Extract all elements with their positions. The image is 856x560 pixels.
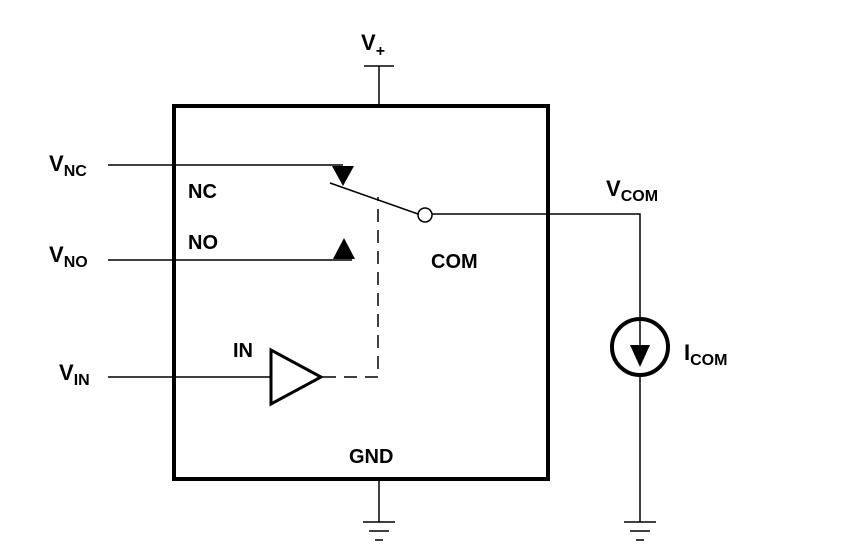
vnc-label: VNC <box>49 151 87 180</box>
switch-arm <box>329 182 419 215</box>
input-buffer-triangle <box>269 347 325 407</box>
com-node <box>417 207 433 223</box>
pin-com-label: COM <box>431 251 478 273</box>
chip-outline <box>172 104 550 481</box>
pin-in-label: IN <box>233 340 253 362</box>
ground-symbol-icom <box>624 521 656 541</box>
vno-label-sub: NO <box>64 254 88 271</box>
pin-nc-label: NC <box>188 181 217 203</box>
vplus-label-sub: + <box>376 43 385 60</box>
pin-no-label: NO <box>188 232 218 254</box>
vnc-label-sub: NC <box>64 163 88 180</box>
icom-label-main: I <box>684 340 690 365</box>
icom-label-sub: COM <box>690 352 727 369</box>
nc-contact-arrow <box>332 166 354 186</box>
vcom-label-sub: COM <box>621 188 658 205</box>
ground-symbol-chip <box>363 521 395 541</box>
vcom-label: VCOM <box>606 176 658 205</box>
icom-label: ICOM <box>684 340 727 369</box>
current-direction-arrow <box>630 345 650 367</box>
vplus-label: V+ <box>361 30 385 60</box>
vno-label: VNO <box>49 242 88 271</box>
vno-label-main: V <box>49 242 64 267</box>
vin-label: VIN <box>59 360 90 389</box>
control-linkage-dashed <box>323 197 379 378</box>
vin-label-main: V <box>59 360 74 385</box>
no-contact-arrow <box>333 238 355 259</box>
vplus-supply-terminal <box>364 65 394 106</box>
vin-label-sub: IN <box>74 372 90 389</box>
vnc-label-main: V <box>49 151 64 176</box>
vplus-label-main: V <box>361 30 376 55</box>
com-output-wire <box>432 213 641 318</box>
pin-gnd-label: GND <box>349 446 393 468</box>
vcom-label-main: V <box>606 176 621 201</box>
